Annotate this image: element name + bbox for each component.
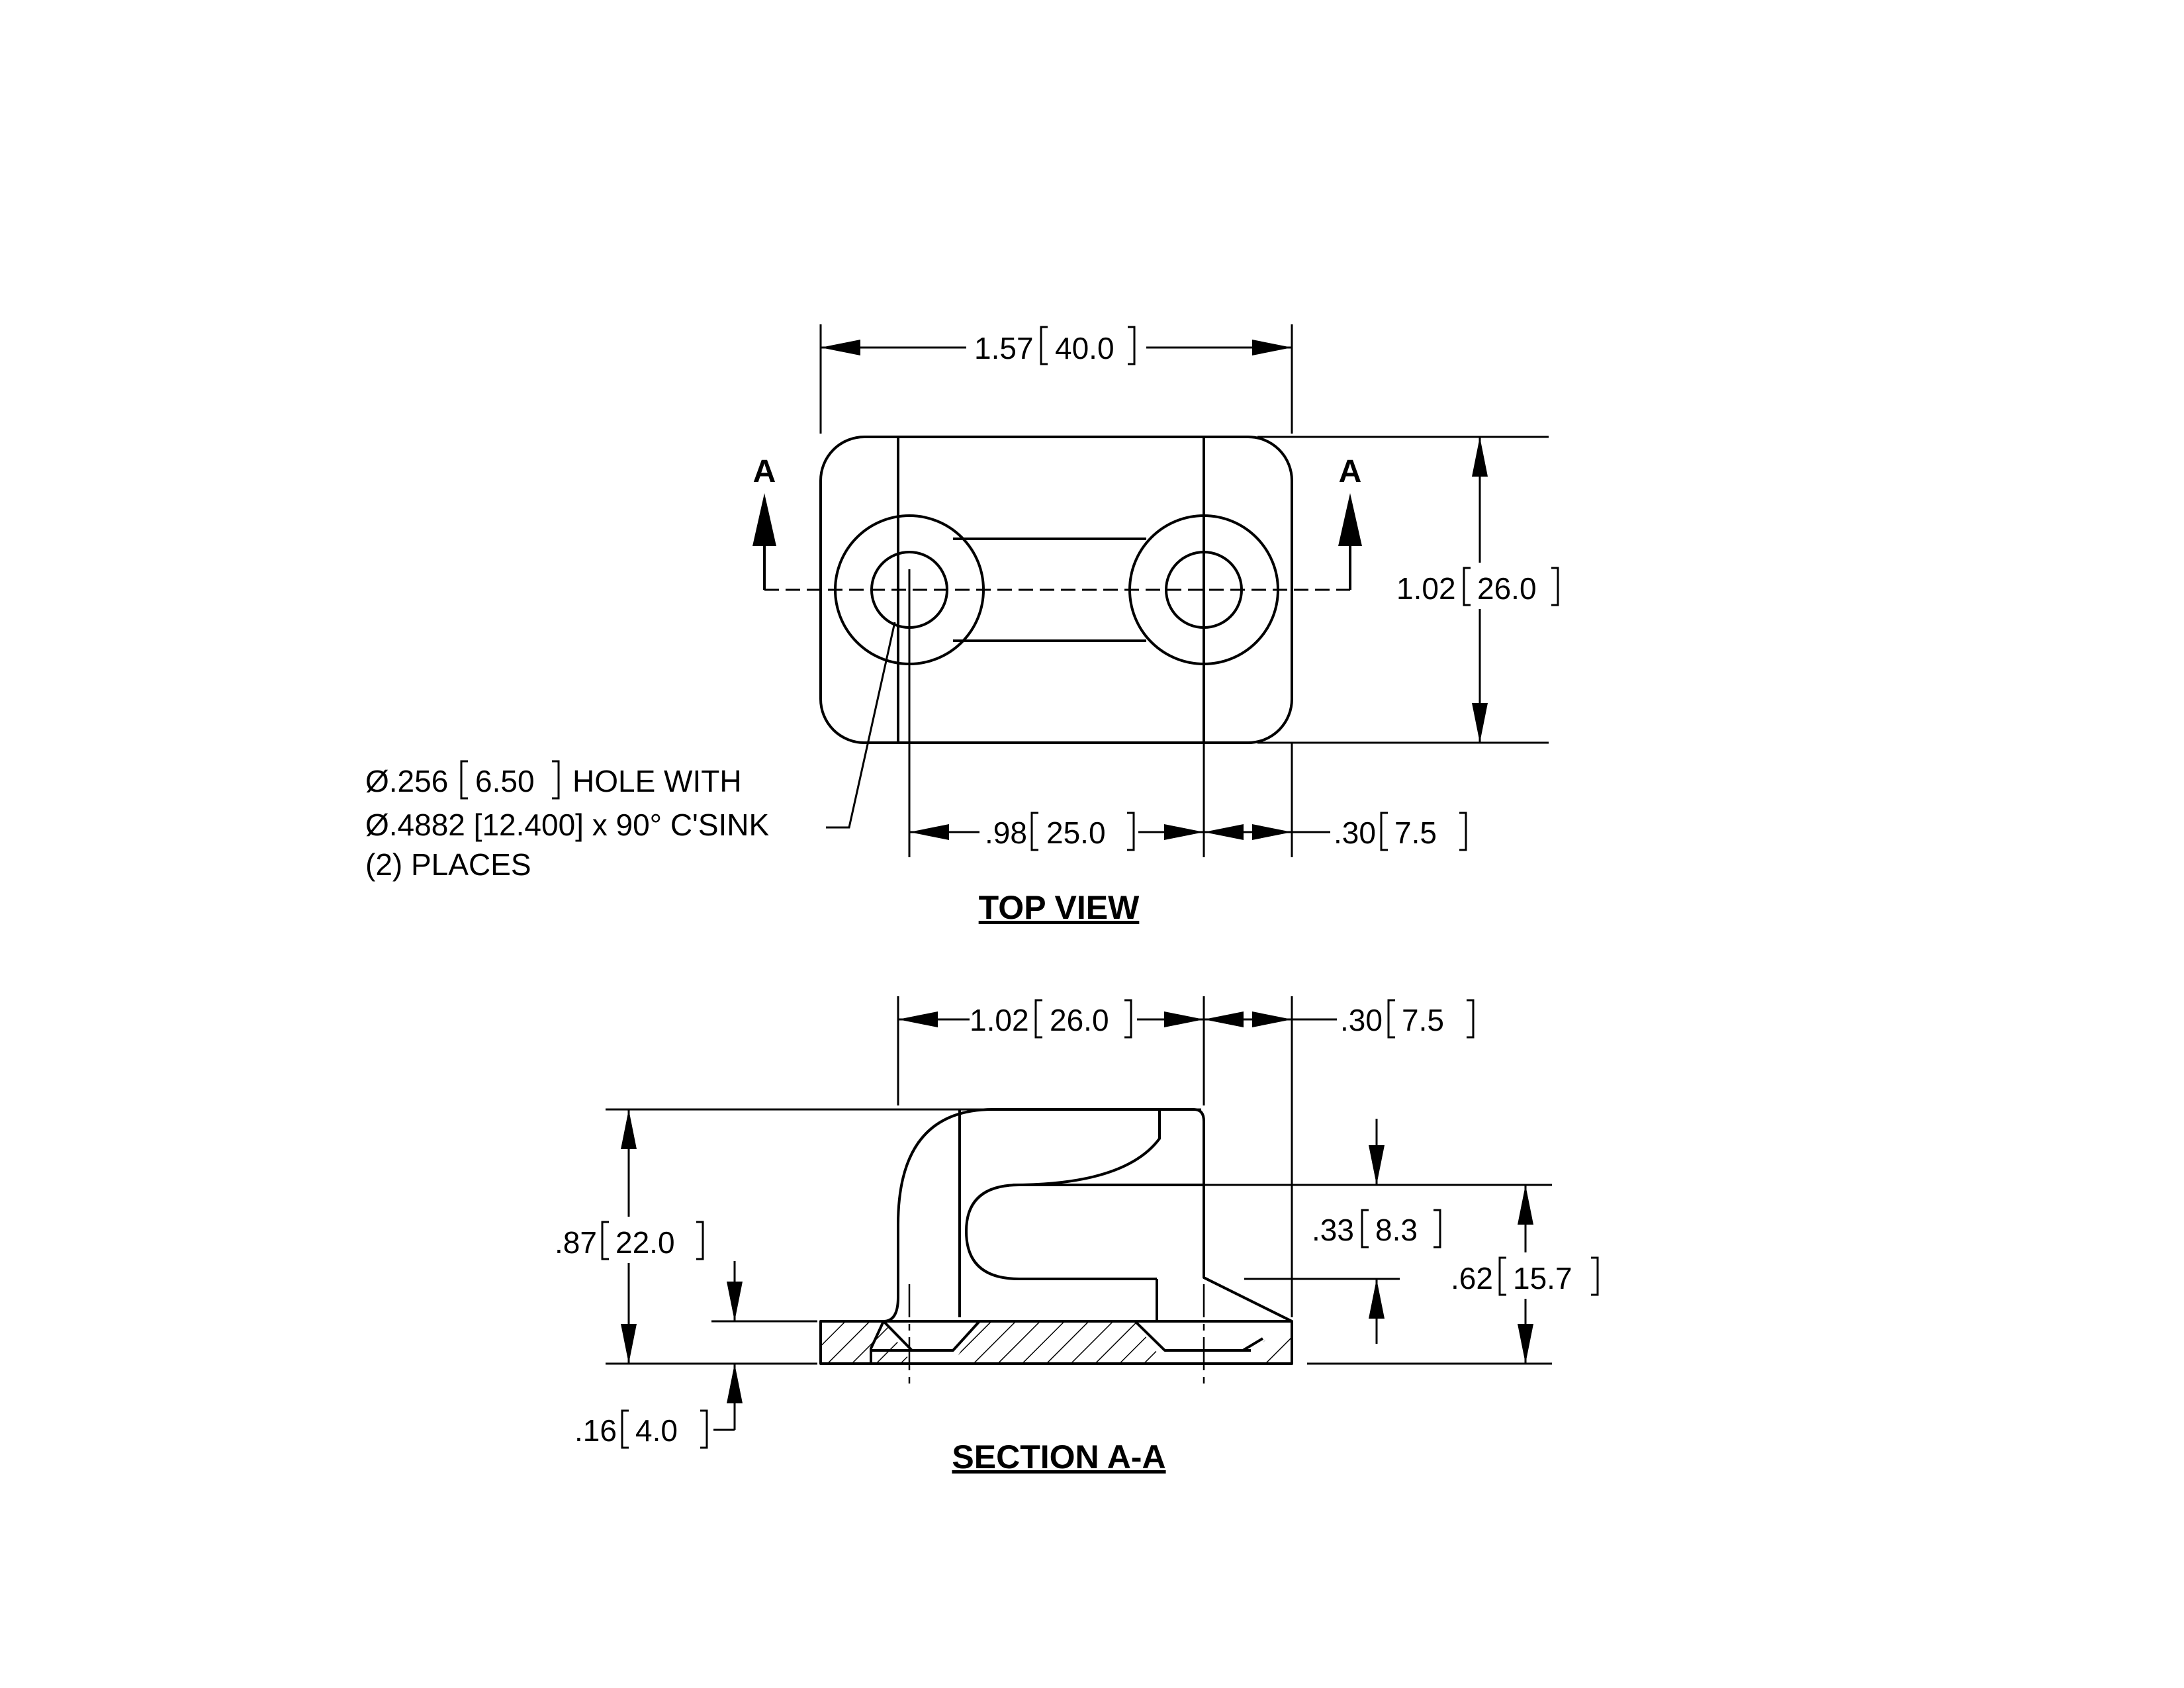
section-letter-right: A [1339,454,1362,489]
hook-chamfer [1203,1276,1293,1323]
dim-top-offset-inch: .30 [1340,1003,1383,1037]
bracket-close [1467,999,1475,1039]
arrow-height-top [1472,437,1488,477]
bracket-close [1551,567,1559,606]
dim-edge-mm: 7.5 [1394,816,1437,850]
hole-callout-diameter: Ø.256 [365,764,448,798]
dim-slot-mm: 8.3 [1375,1213,1418,1247]
top-view-title: TOP VIEW [979,889,1140,926]
hook-slot [965,1184,1204,1280]
dim-spacing-inch: .98 [985,816,1027,850]
arrow-edge-left [1204,824,1244,840]
bracket-open [1387,999,1395,1039]
dim-slot-inch: .33 [1312,1213,1354,1247]
section-letter-left: A [753,454,776,489]
arrow-slot-bottom [1369,1279,1385,1319]
bracket-open [460,760,468,800]
hole-callout-leader [826,622,896,829]
arrow-height-bottom [1472,703,1488,743]
arrow-total-bottom [621,1324,637,1364]
arrow-slot-top [1369,1145,1385,1185]
dim-base-mm: 4.0 [635,1413,678,1448]
hole-callout-line1: Ø.256 [365,764,448,798]
bracket-close [1433,1209,1441,1248]
hook-body-outline [883,1108,1293,1323]
arrow-base-bottom [727,1364,743,1403]
bracket-close [1128,326,1136,365]
bracket-open [601,1221,609,1260]
bracket-close [1459,812,1467,851]
hook-upper-curve [1012,1109,1161,1186]
bracket-close [700,1409,708,1449]
bracket-close [696,1221,704,1260]
hole-callout-line3: (2) PLACES [365,847,531,882]
dim-slot-top-bg [1446,1252,1605,1299]
dim-total-height-mm: 22.0 [615,1225,675,1260]
bracket-open [1380,812,1388,851]
dim-spacing-mm: 25.0 [1046,816,1106,850]
dim-top-width-inch: 1.02 [970,1003,1029,1037]
arrow-width-right [1252,340,1292,355]
dim-slot-top-inch: .62 [1451,1261,1493,1295]
bracket-open [1040,326,1048,365]
dim-width-mm: 40.0 [1055,331,1115,365]
hole-callout-hole-with: HOLE WITH [572,764,742,798]
dim-slot-top-mm: 15.7 [1513,1261,1572,1295]
bracket-open [1030,812,1038,851]
dim-height-bg [1390,563,1569,609]
bracket-close [1127,812,1135,851]
dim-top-width-mm: 26.0 [1050,1003,1109,1037]
bracket-close [1591,1256,1599,1296]
bracket-open [1361,1209,1369,1248]
bracket-open [1463,567,1471,606]
arrow-slot-top-lower [1518,1324,1533,1364]
dim-total-height-inch: .87 [555,1225,597,1260]
dim-base-inch: .16 [574,1413,617,1448]
arrow-spacing-right [1164,824,1204,840]
csk-left-edge [870,1321,885,1364]
dim-top-offset-mm: 7.5 [1402,1003,1444,1037]
arrow-offset-right [1252,1011,1292,1027]
csk-right [1134,1320,1264,1352]
arrow-width-left [821,340,860,355]
section-view-title: SECTION A-A [952,1438,1165,1476]
arrow-base-top [727,1282,743,1321]
arrow-total-top [621,1109,637,1149]
top-view: A A 1.57 40.0 1.02 26.0 .98 25.0 [365,324,1569,926]
bracket-close [1124,999,1132,1039]
arrow-top-right [1164,1011,1204,1027]
hole-callout-line2: Ø.4882 [12.400] x 90° C'SINK [365,808,770,842]
arrow-offset-left [1204,1011,1244,1027]
hole-callout-mm: 6.50 [475,764,535,798]
arrow-slot-top-upper [1518,1185,1533,1225]
dim-width-inch: 1.57 [974,331,1034,365]
base-plate-outline [819,1320,1293,1365]
section-view: 1.02 26.0 .30 7.5 .87 22.0 .16 4.0 [549,996,1605,1476]
dim-height-inch: 1.02 [1396,571,1456,606]
arrow-spacing-left [909,824,949,840]
dim-total-bg [549,1217,708,1263]
bracket-open [1034,999,1042,1039]
arrow-edge-right [1252,824,1292,840]
base-plate-hatch [821,1321,1292,1364]
arrow-top-left [898,1011,938,1027]
bracket-open [1498,1256,1506,1296]
bracket-close [552,760,560,800]
dim-edge-inch: .30 [1334,816,1376,850]
section-arrow-right [1338,493,1362,546]
dim-height-mm: 26.0 [1477,571,1537,606]
section-arrow-left [752,493,776,546]
bracket-open [621,1409,629,1449]
